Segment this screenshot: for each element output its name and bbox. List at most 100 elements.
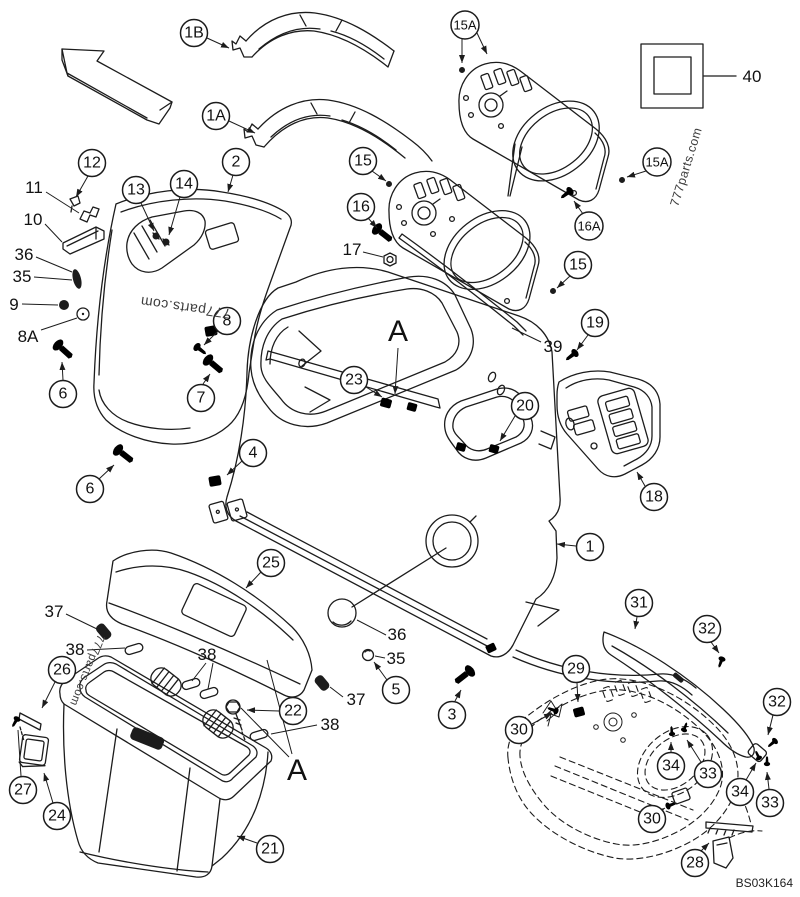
callout-label: 16 (352, 199, 370, 216)
callout-21[interactable]: 21 (255, 834, 285, 864)
callout-3[interactable]: 3 (437, 700, 467, 730)
callout-6-upper[interactable]: 6 (48, 379, 78, 409)
bolt-22 (225, 699, 246, 741)
callout-5[interactable]: 5 (381, 675, 411, 705)
clip-a-right (406, 401, 418, 413)
spacer-40 (640, 43, 737, 109)
clip-12 (69, 195, 81, 213)
callout-22[interactable]: 22 (278, 696, 308, 726)
callout-31[interactable]: 31 (624, 588, 654, 618)
callout-label: 25 (262, 555, 280, 572)
callout-label: 23 (345, 372, 363, 389)
callout-label: 2 (232, 154, 241, 171)
label-17[interactable]: 17 (343, 240, 362, 259)
callout-label: 34 (662, 758, 680, 775)
label-38-right[interactable]: 38 (321, 715, 340, 734)
callout-1b[interactable]: 1B (179, 18, 209, 48)
label-39[interactable]: 39 (544, 337, 563, 356)
label-38-mid[interactable]: 38 (198, 645, 217, 664)
callout-26[interactable]: 26 (47, 655, 77, 685)
bolt-3 (451, 663, 478, 688)
callout-label: 4 (249, 445, 258, 462)
label-38-left[interactable]: 38 (66, 640, 85, 659)
callout-label: 31 (630, 595, 648, 612)
grommet-36 (327, 598, 357, 628)
callout-label: 1 (586, 539, 595, 556)
panel-fragment-1b (231, 11, 395, 68)
label-37-left[interactable]: 37 (45, 602, 64, 621)
callout-15a-right[interactable]: 15A (642, 147, 672, 177)
panel-fragment-1a (243, 98, 523, 197)
callout-1[interactable]: 1 (575, 532, 605, 562)
callout-label: 30 (643, 811, 661, 828)
callout-33-left[interactable]: 33 (693, 759, 723, 789)
callout-15a-top[interactable]: 15A (450, 10, 480, 40)
callout-label: 22 (284, 703, 302, 720)
callout-32-lower[interactable]: 32 (762, 687, 792, 717)
callout-14[interactable]: 14 (169, 169, 199, 199)
callout-label: 19 (586, 315, 604, 332)
view-a-lower: A (287, 754, 307, 787)
callout-label: 18 (645, 489, 663, 506)
plug-37-left (96, 623, 112, 640)
callout-33-right[interactable]: 33 (755, 788, 785, 818)
cluster-bezel-lower (388, 170, 540, 312)
callout-1a[interactable]: 1A (201, 101, 231, 131)
callout-label: 15 (354, 153, 372, 170)
label-11[interactable]: 11 (25, 178, 43, 197)
callout-18[interactable]: 18 (639, 482, 669, 512)
label-8a[interactable]: 8A (18, 327, 39, 346)
nut-17 (383, 252, 397, 267)
callout-7[interactable]: 7 (186, 383, 216, 413)
callout-16[interactable]: 16 (346, 192, 376, 222)
callout-34-left[interactable]: 34 (656, 751, 686, 781)
callouts: 1B 1A 15A 15A 2 12 13 14 15 16 16A 15 19… (8, 10, 792, 878)
callout-label: 3 (448, 707, 457, 724)
watermark-middle-left: 777parts.com (139, 294, 231, 322)
label-40[interactable]: 40 (743, 67, 762, 86)
label-9[interactable]: 9 (9, 295, 18, 314)
callout-16a[interactable]: 16A (574, 211, 604, 241)
callout-label: 6 (86, 481, 95, 498)
bolt-7 (200, 352, 227, 377)
plug-37-right (314, 675, 330, 691)
callout-34-right[interactable]: 34 (725, 777, 755, 807)
callout-label: 20 (516, 398, 534, 415)
callout-6-lower[interactable]: 6 (75, 474, 105, 504)
label-36-right[interactable]: 36 (388, 625, 407, 644)
callout-4[interactable]: 4 (238, 438, 268, 468)
callout-20[interactable]: 20 (510, 391, 540, 421)
callout-32-upper[interactable]: 32 (692, 614, 722, 644)
callout-label: 28 (686, 855, 704, 872)
callout-27[interactable]: 27 (8, 775, 38, 805)
callout-29[interactable]: 29 (561, 654, 591, 684)
bolt-6-upper (50, 337, 77, 363)
callout-12[interactable]: 12 (77, 148, 107, 178)
label-36-left[interactable]: 36 (15, 245, 34, 264)
callout-label: 12 (83, 155, 101, 172)
label-35-left[interactable]: 35 (13, 267, 32, 286)
callout-28[interactable]: 28 (680, 848, 710, 878)
callout-label: 14 (175, 176, 193, 193)
callout-15-right[interactable]: 15 (563, 250, 593, 280)
trim-strip-10 (62, 226, 105, 255)
callout-19[interactable]: 19 (580, 308, 610, 338)
leader-lines (17, 32, 774, 852)
cover-25 (105, 549, 313, 698)
label-35-right[interactable]: 35 (387, 649, 406, 668)
callout-23[interactable]: 23 (339, 365, 369, 395)
callout-13[interactable]: 13 (121, 175, 151, 205)
callout-25[interactable]: 25 (256, 548, 286, 578)
callout-24[interactable]: 24 (42, 801, 72, 831)
callout-label: 15 (569, 257, 587, 274)
label-10[interactable]: 10 (24, 210, 43, 229)
callout-30-lower[interactable]: 30 (637, 804, 667, 834)
callout-2[interactable]: 2 (221, 147, 251, 177)
callout-8[interactable]: 8 (212, 306, 242, 336)
seal-strip-26 (18, 712, 42, 731)
callout-15-left[interactable]: 15 (348, 146, 378, 176)
label-37-right[interactable]: 37 (347, 690, 366, 709)
callout-label: 1B (184, 25, 204, 42)
callout-30-upper[interactable]: 30 (504, 715, 534, 745)
screw-27 (9, 715, 25, 742)
